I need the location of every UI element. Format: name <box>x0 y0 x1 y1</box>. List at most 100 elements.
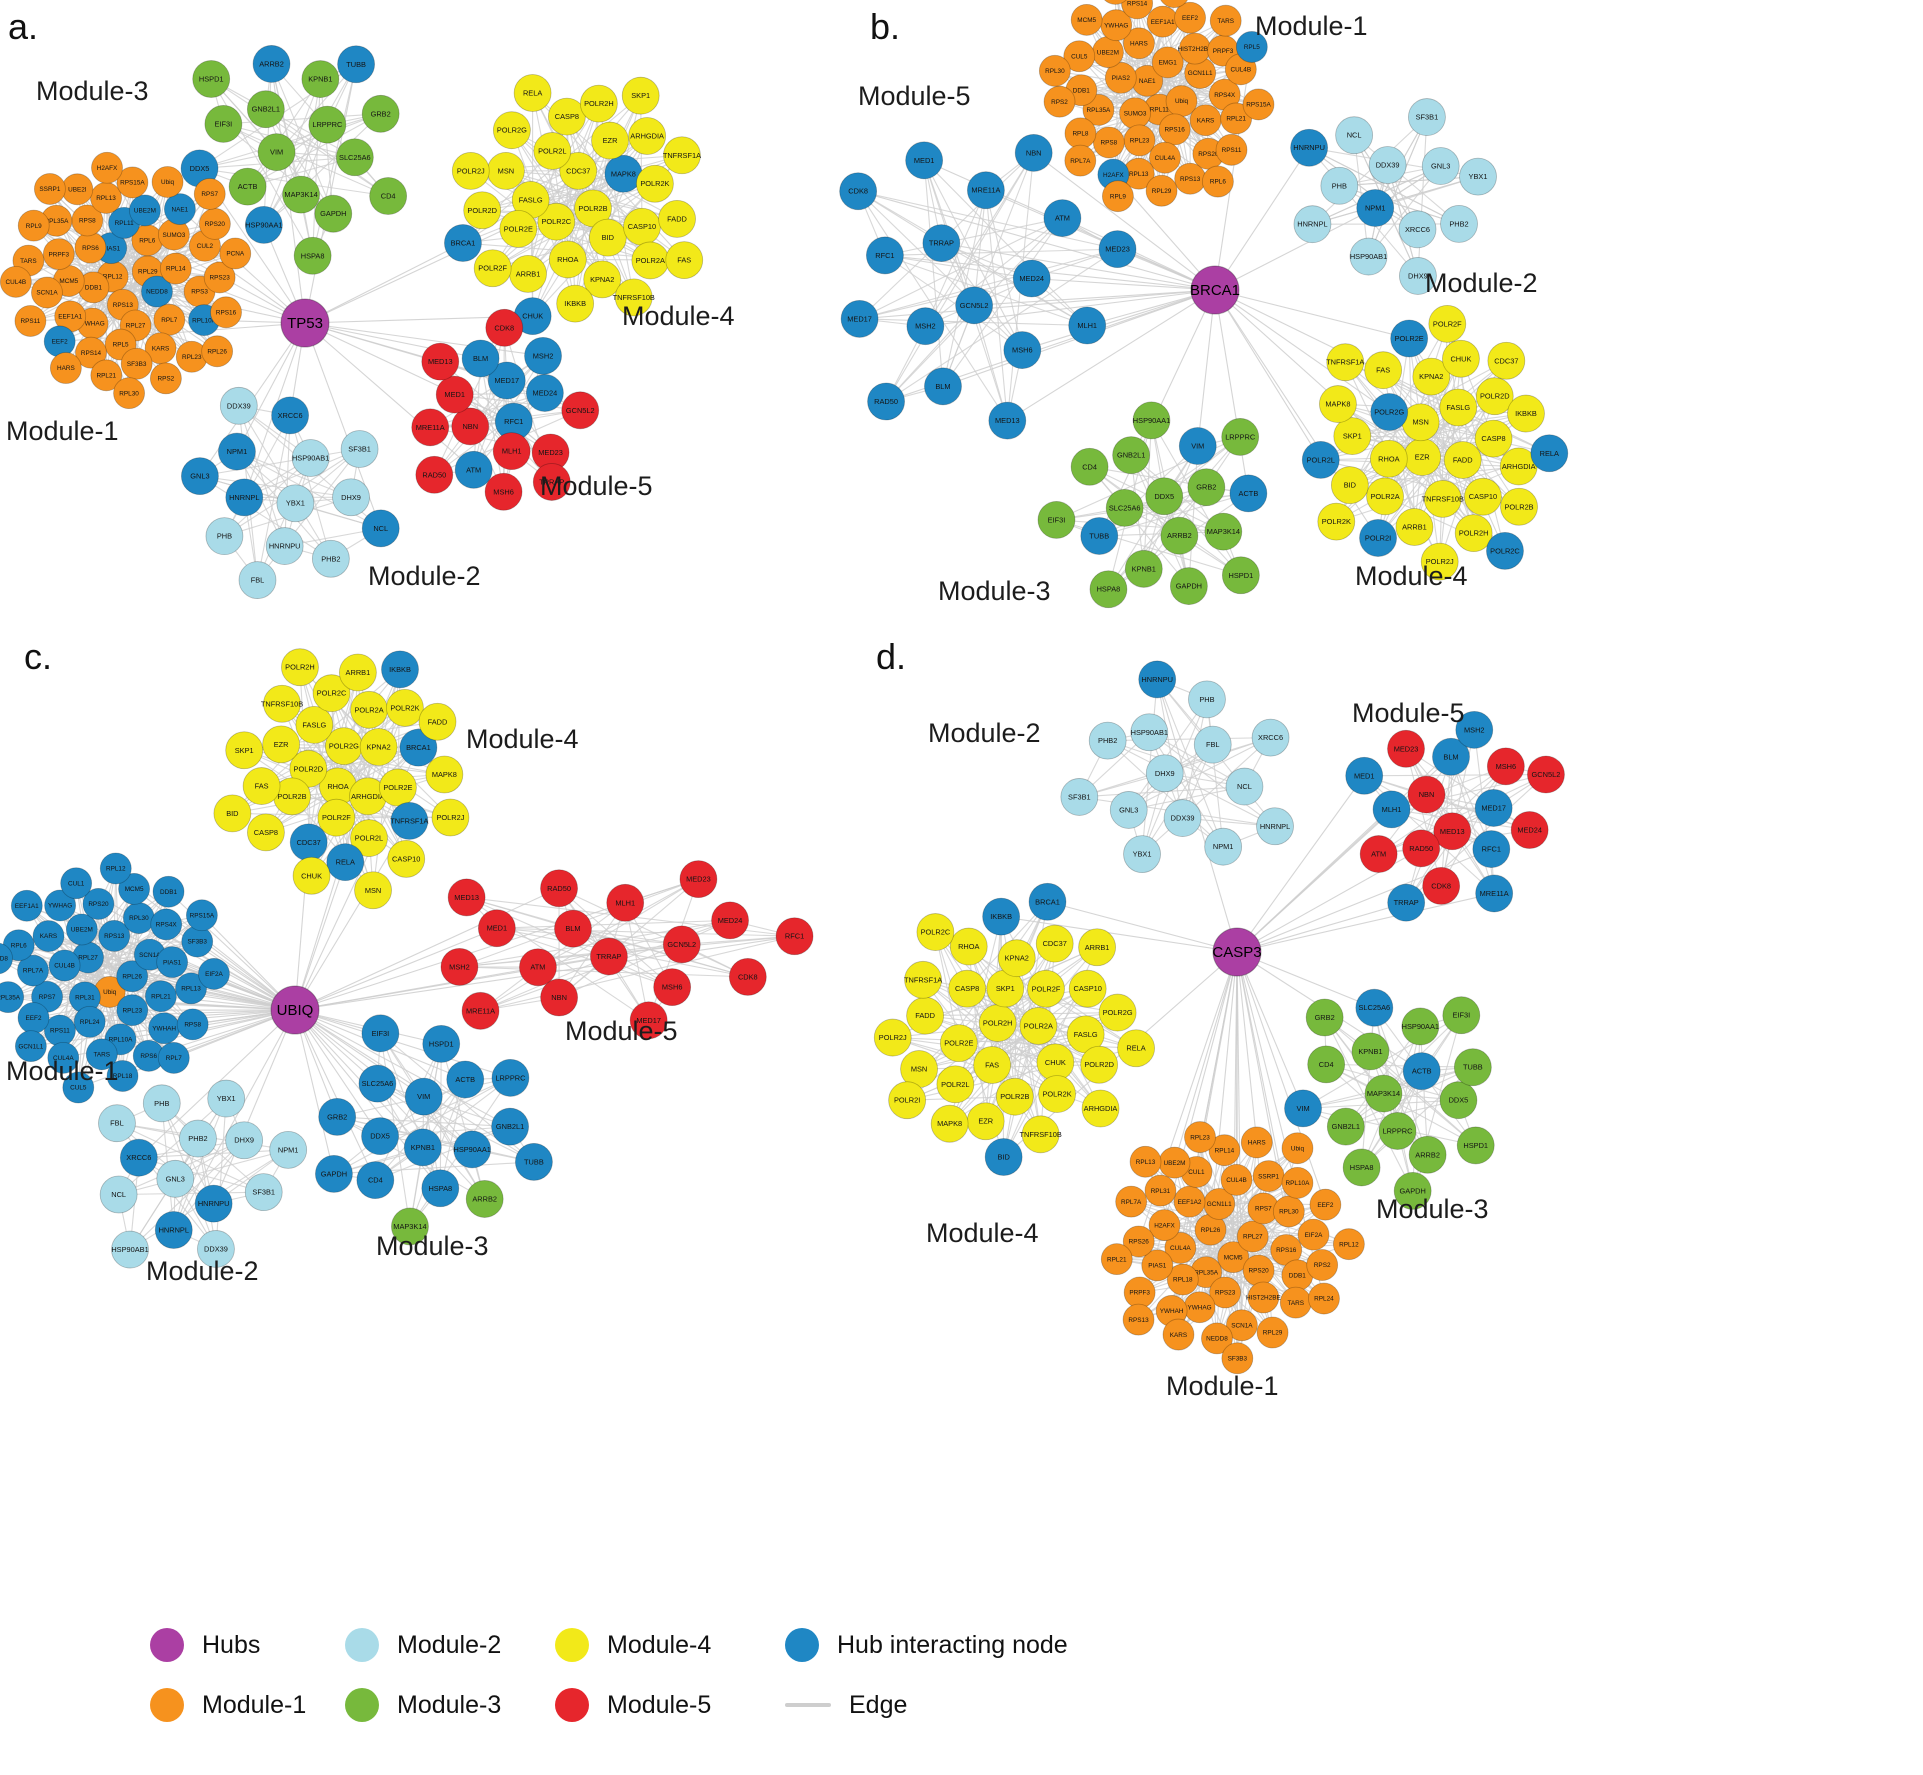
svg-text:MCM5: MCM5 <box>1077 17 1096 24</box>
node-phb2: PHB2 <box>1440 204 1478 243</box>
node-nbn: NBN <box>1407 775 1446 814</box>
node-ddx39: DDX39 <box>219 386 258 425</box>
svg-text:EMG1: EMG1 <box>1159 60 1178 67</box>
svg-text:FADD: FADD <box>667 214 687 223</box>
node-sf3b1: SF3B1 <box>340 430 379 468</box>
svg-text:IKBKB: IKBKB <box>564 299 586 308</box>
svg-text:PHB: PHB <box>1332 181 1347 190</box>
svg-text:EZR: EZR <box>978 1117 993 1126</box>
node-skp1: SKP1 <box>621 76 660 115</box>
node-polr2c: POLR2C <box>312 674 351 713</box>
node-msh2: MSH2 <box>524 336 562 375</box>
node-rpl21: RPL21 <box>144 980 177 1013</box>
svg-text:POLR2A: POLR2A <box>636 256 665 265</box>
node-polr2e: POLR2E <box>939 1024 978 1063</box>
legend-label-hubs: Hubs <box>202 1630 261 1659</box>
svg-text:EIF3I: EIF3I <box>1048 515 1066 524</box>
svg-text:MSH2: MSH2 <box>1464 725 1485 734</box>
node-vim: VIM <box>257 133 296 172</box>
node-eif3i: EIF3I <box>1037 501 1076 539</box>
node-rpl9: RPL9 <box>1101 180 1134 213</box>
svg-text:RPS15A: RPS15A <box>1246 102 1271 109</box>
node-sumo3: SUMO3 <box>1119 97 1151 130</box>
svg-text:DDX5: DDX5 <box>370 1132 390 1141</box>
svg-text:KPNB1: KPNB1 <box>1358 1047 1382 1056</box>
node-polr2h: POLR2H <box>978 1004 1017 1042</box>
node-rpl10a: RPL10A <box>1281 1166 1314 1199</box>
node-polr2a: POLR2A <box>1019 1007 1058 1045</box>
svg-text:MED23: MED23 <box>538 448 563 457</box>
module-label: Module-3 <box>1376 1194 1489 1224</box>
node-cdk8: CDK8 <box>839 172 878 211</box>
svg-text:PRPF3: PRPF3 <box>1129 1290 1150 1297</box>
node-slc25a6: SLC25A6 <box>358 1064 397 1103</box>
svg-text:KPNA2: KPNA2 <box>1005 954 1029 963</box>
svg-text:POLR2L: POLR2L <box>538 146 566 155</box>
node-polr2d: POLR2D <box>463 191 502 230</box>
node-eef1a1: EEF1A1 <box>1146 5 1179 38</box>
svg-text:RPL30: RPL30 <box>129 915 149 922</box>
svg-text:MED1: MED1 <box>444 390 465 399</box>
node-ybx1: YBX1 <box>207 1079 246 1118</box>
svg-text:POLR2H: POLR2H <box>983 1019 1013 1028</box>
svg-text:HNRNPL: HNRNPL <box>159 1226 189 1235</box>
svg-text:Ubiq: Ubiq <box>1291 1145 1305 1152</box>
node-casp10: CASP10 <box>1464 477 1502 516</box>
node-gapdh: GAPDH <box>314 194 353 233</box>
node-polr2k: POLR2K <box>1038 1075 1076 1113</box>
node-polr2b: POLR2B <box>995 1077 1034 1116</box>
svg-text:SSRP1: SSRP1 <box>1258 1173 1279 1180</box>
svg-text:FADD: FADD <box>915 1011 935 1020</box>
node-scn1a: SCN1A <box>31 276 63 309</box>
svg-text:SLC25A6: SLC25A6 <box>362 1079 394 1088</box>
svg-text:ATM: ATM <box>530 963 545 972</box>
node-ubiq: Ubiq <box>151 166 184 198</box>
node-hars: HARS <box>1123 27 1155 60</box>
node-rpl18: RPL18 <box>106 1060 139 1092</box>
module-label: Module-5 <box>858 81 971 111</box>
node-tubb: TUBB <box>337 45 375 84</box>
node-tars: TARS <box>1279 1286 1312 1319</box>
node-phb: PHB <box>205 517 244 556</box>
svg-text:HSP90AA1: HSP90AA1 <box>1402 1022 1439 1031</box>
node-ybx1: YBX1 <box>1123 835 1161 874</box>
svg-text:POLR2F: POLR2F <box>1433 319 1462 328</box>
node-arrb1: ARRB1 <box>338 653 377 692</box>
node-rpl30: RPL30 <box>1038 54 1071 87</box>
node-rps15a: RPS15A <box>1242 88 1275 121</box>
svg-text:FBL: FBL <box>251 576 265 585</box>
hub-edges <box>858 46 1550 552</box>
node-phb: PHB <box>142 1084 181 1123</box>
node-dhx9: DHX9 <box>1399 257 1437 295</box>
node-hsp90ab1: HSP90AB1 <box>1130 713 1169 752</box>
svg-text:FADD: FADD <box>428 717 448 726</box>
svg-text:DDX5: DDX5 <box>1154 492 1174 501</box>
node-med13: MED13 <box>447 878 486 917</box>
svg-text:MED24: MED24 <box>1019 274 1044 283</box>
svg-text:HSPA8: HSPA8 <box>428 1184 452 1193</box>
svg-text:Ubiq: Ubiq <box>103 989 117 996</box>
svg-text:SLC25A6: SLC25A6 <box>1109 503 1141 512</box>
node-polr2c: POLR2C <box>1486 531 1524 570</box>
svg-text:POLR2D: POLR2D <box>1084 1060 1114 1069</box>
svg-text:MSH2: MSH2 <box>533 351 554 360</box>
node-pias2: PIAS2 <box>1104 61 1137 94</box>
svg-text:RPL6: RPL6 <box>1210 179 1226 186</box>
svg-text:FAS: FAS <box>985 1061 999 1070</box>
node-msn: MSN <box>900 1050 938 1088</box>
node-polr2f: POLR2F <box>317 798 356 837</box>
node-mlh1: MLH1 <box>606 883 645 922</box>
node-casp10: CASP10 <box>387 839 426 878</box>
node-gnb2l1: GNB2L1 <box>491 1107 529 1146</box>
svg-text:EZR: EZR <box>603 136 618 145</box>
svg-text:HNRNPU: HNRNPU <box>1293 143 1325 152</box>
node-rpl7: RPL7 <box>157 1042 190 1074</box>
node-tnfrsf1a: TNFRSF1A <box>1326 343 1364 382</box>
svg-text:POLR2H: POLR2H <box>285 663 315 672</box>
svg-text:RPL23: RPL23 <box>1130 138 1150 145</box>
svg-text:PIAS1: PIAS1 <box>1148 1263 1167 1270</box>
svg-text:EEF2: EEF2 <box>52 339 68 346</box>
node-rpl12: RPL12 <box>1332 1228 1365 1261</box>
svg-text:RPS13: RPS13 <box>113 302 134 309</box>
node-rpl29: RPL29 <box>1256 1316 1289 1349</box>
